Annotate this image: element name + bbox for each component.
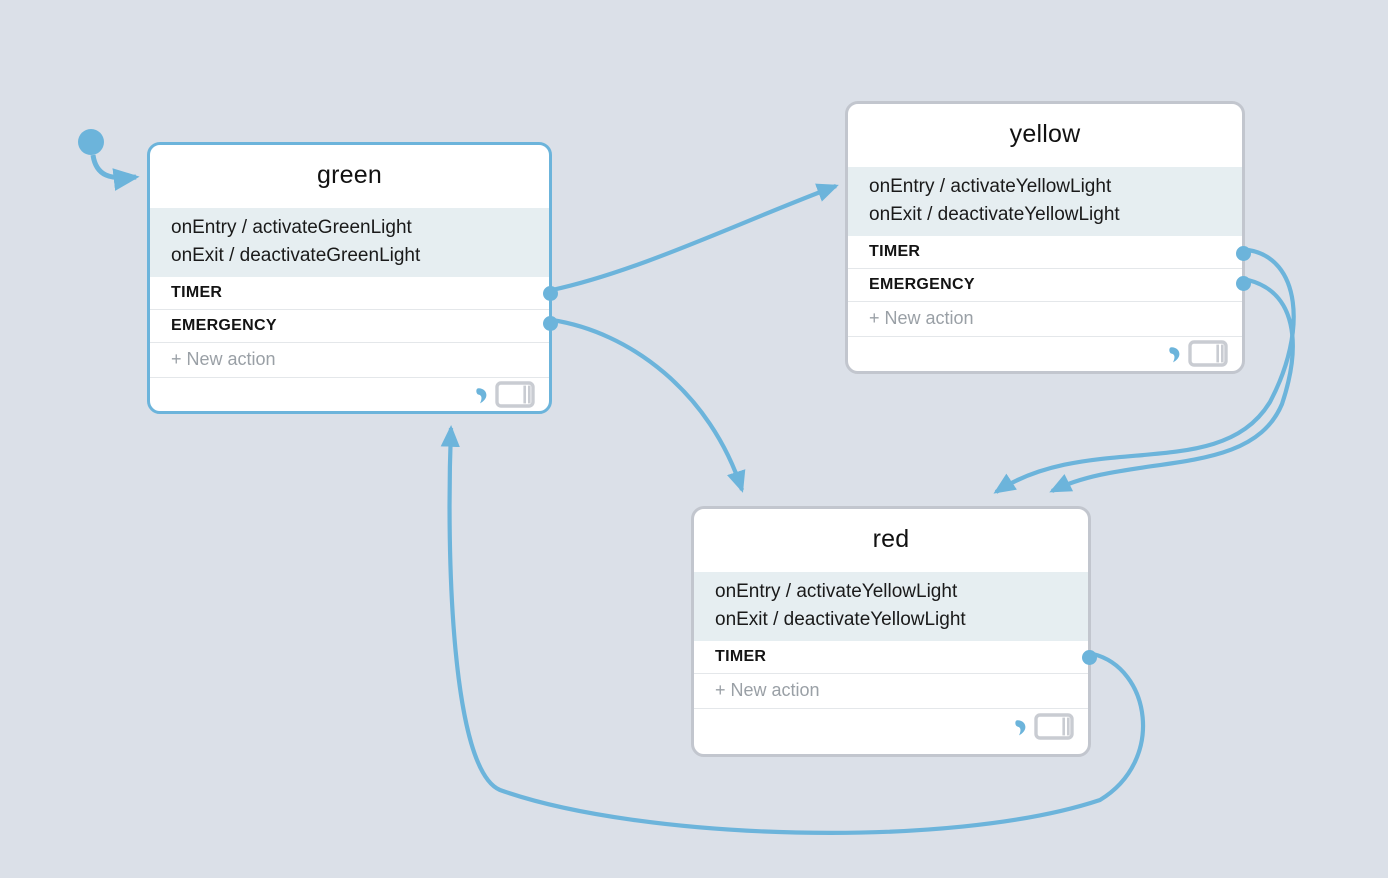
action-onentry[interactable]: onEntry / activateYellowLight	[715, 580, 958, 602]
panel-icon[interactable]	[1034, 711, 1074, 746]
node-footer-red	[694, 709, 1088, 755]
edge-green-timer-to-yellow	[551, 183, 839, 293]
action-onentry[interactable]: onEntry / activateYellowLight	[869, 175, 1112, 197]
event-row-emergency[interactable]: EMERGENCY	[150, 309, 549, 343]
action-onentry[interactable]: onEntry / activateGreenLight	[171, 216, 412, 238]
state-body-yellow: onEntry / activateYellowLight onExit / d…	[848, 166, 1242, 381]
cursor-icon[interactable]	[1013, 717, 1033, 746]
edge-green-emergency-to-red	[551, 317, 746, 493]
state-title-red: red	[872, 525, 910, 553]
footer-icons-red	[1013, 711, 1074, 746]
event-row-timer[interactable]: TIMER	[848, 235, 1242, 269]
actions-block-green[interactable]: onEntry / activateGreenLight onExit / de…	[150, 207, 549, 277]
node-footer-green	[150, 378, 549, 422]
node-footer-yellow	[848, 337, 1242, 381]
cursor-icon[interactable]	[1167, 344, 1187, 373]
event-row-emergency[interactable]: EMERGENCY	[848, 268, 1242, 302]
new-action-button[interactable]: + New action	[150, 342, 549, 378]
transition-handle-timer[interactable]	[543, 286, 558, 301]
action-onexit[interactable]: onExit / deactivateYellowLight	[869, 203, 1120, 225]
state-node-green[interactable]: green onEntry / activateGreenLight onExi…	[147, 142, 558, 414]
edge-initial-to-green	[90, 154, 140, 191]
initial-state-dot[interactable]	[78, 129, 104, 155]
new-action-button[interactable]: + New action	[848, 301, 1242, 337]
action-onexit[interactable]: onExit / deactivateGreenLight	[171, 244, 421, 266]
panel-icon[interactable]	[1188, 338, 1228, 373]
new-action-button[interactable]: + New action	[694, 673, 1088, 709]
panel-icon[interactable]	[495, 379, 535, 414]
event-row-timer[interactable]: TIMER	[694, 640, 1088, 674]
transition-handle-emergency[interactable]	[543, 316, 558, 331]
cursor-icon[interactable]	[474, 385, 494, 414]
transition-handle-timer[interactable]	[1236, 246, 1251, 261]
event-row-timer[interactable]: TIMER	[150, 276, 549, 310]
actions-block-yellow[interactable]: onEntry / activateYellowLight onExit / d…	[848, 166, 1242, 236]
actions-block-red[interactable]: onEntry / activateYellowLight onExit / d…	[694, 571, 1088, 641]
action-onexit[interactable]: onExit / deactivateYellowLight	[715, 608, 966, 630]
transition-handle-timer[interactable]	[1082, 650, 1097, 665]
state-body-red: onEntry / activateYellowLight onExit / d…	[694, 571, 1088, 755]
state-title-green: green	[317, 161, 382, 189]
state-title-yellow: yellow	[1009, 120, 1081, 148]
state-node-yellow[interactable]: yellow onEntry / activateYellowLight onE…	[845, 101, 1251, 374]
state-body-green: onEntry / activateGreenLight onExit / de…	[150, 207, 549, 422]
state-node-red[interactable]: red onEntry / activateYellowLight onExit…	[691, 506, 1097, 757]
transition-handle-emergency[interactable]	[1236, 276, 1251, 291]
footer-icons-yellow	[1167, 338, 1228, 373]
footer-icons-green	[474, 379, 535, 414]
